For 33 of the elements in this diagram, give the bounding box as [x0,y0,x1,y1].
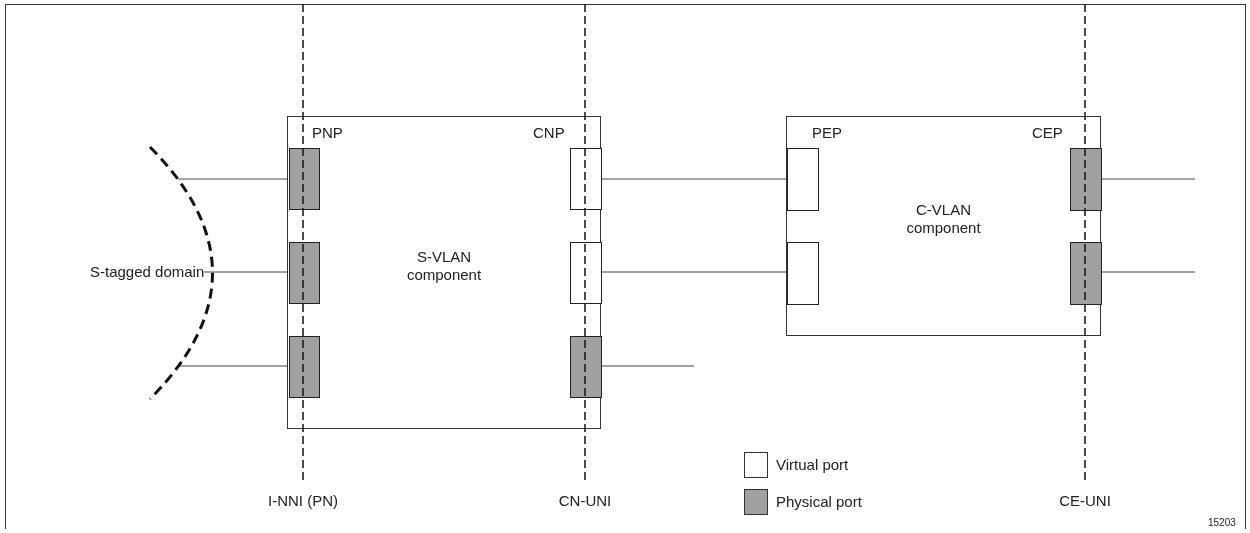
port-group-label: PEP [812,124,842,142]
port-group-label: CEP [1032,124,1063,142]
connector-line [600,271,787,273]
port-box [289,148,320,210]
port-box [570,336,602,398]
port-box [289,242,320,304]
connector-line [177,178,289,180]
port-box [1070,242,1102,305]
connector-line [177,365,289,367]
port-box [289,336,320,398]
port-box [787,148,819,211]
connector-line [203,271,289,273]
domain-label: S-tagged domain [90,262,205,282]
port-box [787,242,819,305]
connector-line [600,365,695,367]
port-box [570,148,602,210]
port-group-label: PNP [312,124,343,142]
component-box [287,116,601,429]
connector-line [1100,178,1196,180]
component-label: C-VLAN component [905,201,982,237]
component-box [786,116,1101,336]
interface-label: I-NNI (PN) [268,492,338,510]
component-label: S-VLAN component [405,247,483,284]
figure-number: 15203 [1208,516,1236,530]
interface-label: CN-UNI [558,492,612,510]
legend-label: Physical port [776,493,862,511]
port-box [1070,148,1102,211]
legend-label: Virtual port [776,456,849,474]
port-group-label: CNP [533,124,565,142]
interface-label: CE-UNI [1059,492,1111,510]
port-box [570,242,602,304]
connector-line [1100,271,1196,273]
connector-line [600,178,787,180]
